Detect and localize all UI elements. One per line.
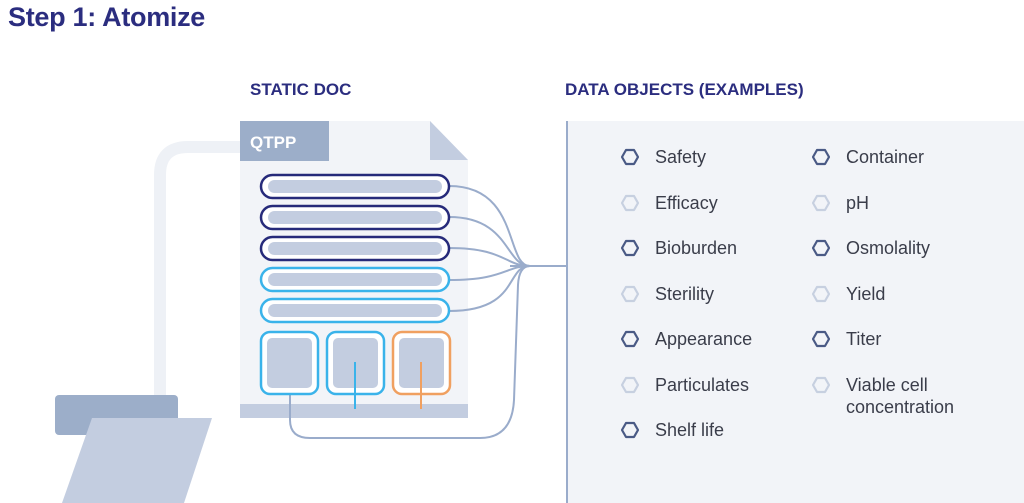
hexagon-icon bbox=[621, 421, 639, 439]
data-objects-heading: DATA OBJECTS (EXAMPLES) bbox=[565, 80, 804, 99]
hexagon-icon bbox=[621, 239, 639, 257]
data-object-label: Bioburden bbox=[655, 238, 738, 258]
data-object-item: Particulates bbox=[621, 374, 749, 396]
hexagon-icon bbox=[812, 376, 830, 393]
hexagon-icon bbox=[621, 148, 639, 166]
hexagon-icon bbox=[812, 330, 830, 348]
data-object-label: Osmolality bbox=[846, 238, 931, 258]
page-title: Step 1: Atomize bbox=[8, 2, 206, 32]
data-object-label: Titer bbox=[846, 329, 882, 349]
hexagon-icon bbox=[621, 376, 639, 393]
data-object-label: pH bbox=[846, 192, 870, 213]
hexagon-icon bbox=[621, 285, 639, 302]
field-rows bbox=[259, 173, 451, 324]
data-object-label: Appearance bbox=[655, 329, 753, 349]
field-boxes bbox=[259, 330, 452, 409]
qtpp-tab bbox=[240, 121, 329, 161]
static-doc-heading: STATIC DOC bbox=[250, 80, 352, 99]
hexagon-icon bbox=[812, 239, 830, 257]
data-object-label: Sterility bbox=[655, 283, 715, 304]
folder-pipe bbox=[154, 141, 251, 406]
hexagon-icon bbox=[621, 194, 639, 211]
data-object-label: Container bbox=[846, 147, 925, 167]
data-object-item: Bioburden bbox=[621, 237, 737, 259]
connectors bbox=[289, 185, 567, 439]
data-object-item: Efficacy bbox=[621, 192, 718, 214]
data-object-item: Viable cell concentration bbox=[812, 374, 1016, 418]
data-object-label: Particulates bbox=[655, 374, 750, 395]
data-object-item: Osmolality bbox=[812, 237, 930, 259]
qtpp-tab-label: QTPP bbox=[250, 133, 296, 152]
data-object-label: Safety bbox=[655, 147, 707, 167]
data-object-item: pH bbox=[812, 192, 869, 214]
data-object-item: Shelf life bbox=[621, 419, 724, 441]
data-object-item: Safety bbox=[621, 146, 706, 168]
data-object-item: Yield bbox=[812, 283, 885, 305]
data-object-item: Container bbox=[812, 146, 924, 168]
hexagon-icon bbox=[812, 194, 830, 211]
data-object-label: Yield bbox=[846, 283, 886, 304]
data-object-item: Sterility bbox=[621, 283, 714, 305]
hexagon-icon bbox=[812, 285, 830, 302]
hexagon-icon bbox=[621, 330, 639, 348]
folder-icon bbox=[55, 395, 212, 503]
hexagon-icon bbox=[812, 148, 830, 166]
data-object-item: Titer bbox=[812, 328, 881, 350]
data-objects-panel bbox=[566, 121, 1024, 503]
data-object-label: Viable cell concentration bbox=[846, 374, 955, 417]
data-object-label: Shelf life bbox=[655, 420, 725, 440]
data-object-label: Efficacy bbox=[655, 192, 718, 213]
data-object-item: Appearance bbox=[621, 328, 752, 350]
